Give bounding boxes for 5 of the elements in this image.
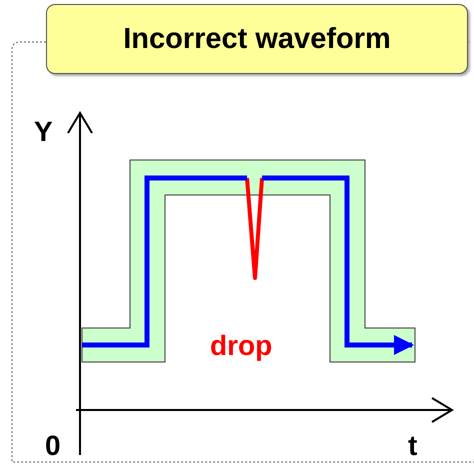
annotation-label: drop [210, 332, 272, 360]
title-box: Incorrect waveform [46, 4, 468, 74]
axis-label: Y [34, 118, 53, 146]
origin-label: 0 [45, 432, 61, 460]
axis-label: t [408, 432, 418, 460]
